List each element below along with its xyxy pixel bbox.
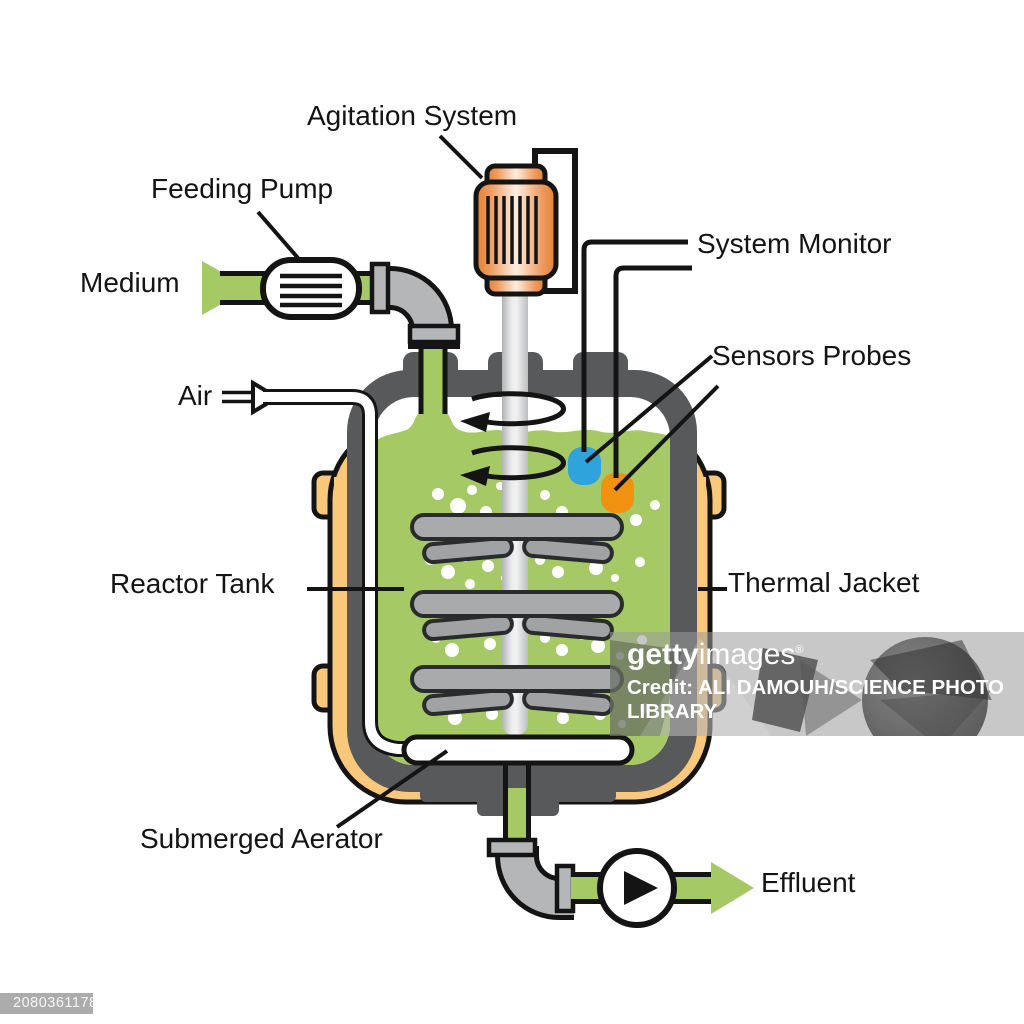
aerator-leader (335, 749, 449, 829)
medium-feed-line (202, 257, 461, 345)
agitation-motor (473, 148, 578, 297)
label-sensors-probes: Sensors Probes (712, 340, 912, 371)
label-agitation-system: Agitation System (307, 100, 518, 131)
drain-pipe (508, 788, 526, 850)
feed-pipe-vertical (408, 340, 460, 415)
leader-lines (256, 134, 727, 829)
effluent-pump-triangle (624, 871, 658, 905)
probe-wire-2 (613, 265, 692, 478)
label-submerged-aerator: Submerged Aerator (140, 823, 383, 854)
getty-watermark-logo: gettyimages® (627, 638, 804, 671)
drain-flange-right (554, 863, 576, 914)
label-feeding-pump: Feeding Pump (151, 173, 334, 204)
air-line (222, 379, 635, 766)
rotation-arrows-icon (460, 391, 566, 486)
watermark-band (610, 632, 1024, 736)
label-medium: Medium (80, 267, 180, 298)
sensors-leader-2 (613, 384, 720, 492)
sensors-leader-1 (584, 354, 714, 464)
feed-pipe-coupling (408, 340, 460, 349)
label-system-monitor: System Monitor (697, 228, 892, 259)
impeller-row-2 (410, 590, 624, 642)
feeding-pump-body (260, 257, 362, 320)
motor-fins (486, 196, 538, 264)
label-effluent: Effluent (761, 867, 856, 898)
probe-orange (601, 473, 634, 513)
sensor-probes (568, 239, 720, 513)
drain-flange-top (486, 837, 538, 858)
feed-elbow-flange-bottom (407, 323, 461, 345)
effluent-flow-arrow (711, 862, 754, 914)
probe-wire-1 (581, 239, 688, 452)
agitator (410, 285, 624, 735)
getty-logo-bold: getty (627, 638, 699, 671)
impeller-row-3 (410, 665, 624, 717)
feed-elbow-flange-left (369, 261, 391, 315)
impeller-row-1 (410, 513, 624, 565)
feeding-pump-leader (256, 210, 300, 260)
effluent-line (486, 763, 754, 928)
label-reactor-tank: Reactor Tank (110, 568, 275, 599)
label-air: Air (178, 380, 213, 411)
label-thermal-jacket: Thermal Jacket (728, 567, 920, 598)
agitation-leader (438, 134, 484, 180)
feeding-pump-vanes (280, 273, 342, 308)
submerged-aerator-bar (401, 734, 635, 766)
getty-logo-regular: images (698, 638, 796, 671)
registered-mark: ® (795, 644, 804, 656)
watermark-credit: Credit: ALI DAMOUH/SCIENCE PHOTO LIBRARY (627, 676, 1004, 723)
image-id-badge: 2080361178 (0, 993, 97, 1014)
